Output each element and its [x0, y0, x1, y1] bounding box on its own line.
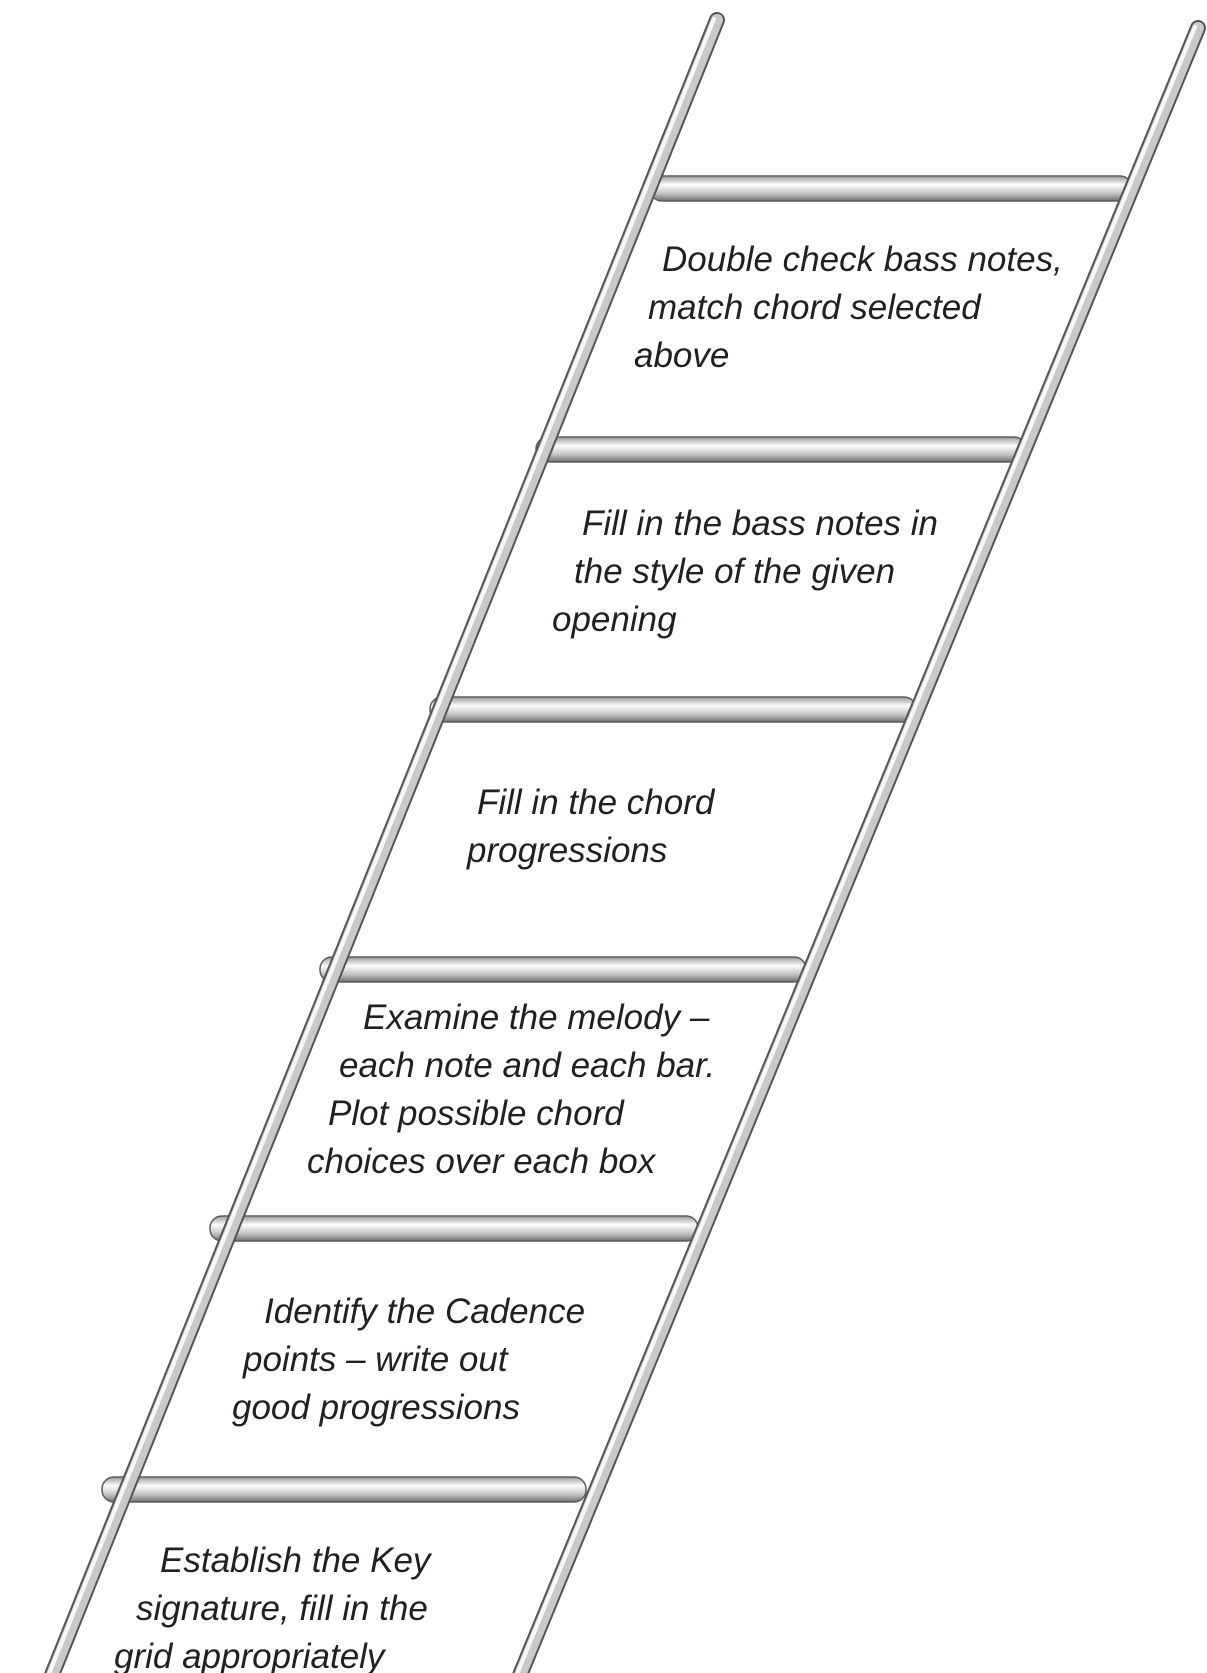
step-line: Examine the melody –	[363, 998, 710, 1037]
ladder-rung	[319, 956, 807, 983]
step-line: match chord selected	[648, 288, 981, 327]
step-line: Plot possible chord	[328, 1094, 624, 1133]
step-identify-cadence-points: Identify the Cadence points – write out …	[232, 1288, 585, 1432]
step-line: each note and each bar.	[339, 1046, 716, 1085]
step-line: Establish the Key	[160, 1541, 431, 1580]
step-fill-in-bass-notes: Fill in the bass notes in the style of t…	[552, 500, 938, 644]
step-line: opening	[552, 600, 677, 639]
step-double-check-bass-notes: Double check bass notes, match chord sel…	[634, 236, 1063, 380]
step-line: signature, fill in the	[136, 1589, 428, 1628]
step-examine-melody: Examine the melody – each note and each …	[307, 994, 715, 1186]
step-establish-key-signature: Establish the Key signature, fill in the…	[114, 1537, 430, 1673]
step-fill-in-chord-progressions: Fill in the chord progressions	[467, 779, 714, 875]
step-line: progressions	[467, 831, 668, 870]
step-line: Identify the Cadence	[264, 1292, 586, 1331]
step-line: points – write out	[243, 1340, 508, 1379]
ladder-right-rail	[512, 20, 1206, 1673]
ladder-rung	[101, 1476, 587, 1503]
step-line: Fill in the bass notes in	[582, 504, 939, 543]
step-line: above	[634, 336, 730, 375]
step-line: Fill in the chord	[477, 783, 715, 822]
ladder-rung	[535, 436, 1027, 463]
step-line: Double check bass notes,	[662, 240, 1063, 279]
step-line: grid appropriately	[114, 1637, 385, 1673]
ladder-rung	[429, 696, 917, 723]
ladder-rung	[209, 1215, 699, 1242]
ladder-rung	[649, 175, 1133, 202]
ladder-left-rail	[44, 12, 725, 1673]
step-line: the style of the given	[574, 552, 896, 591]
step-line: choices over each box	[307, 1142, 656, 1181]
step-line: good progressions	[232, 1388, 520, 1427]
